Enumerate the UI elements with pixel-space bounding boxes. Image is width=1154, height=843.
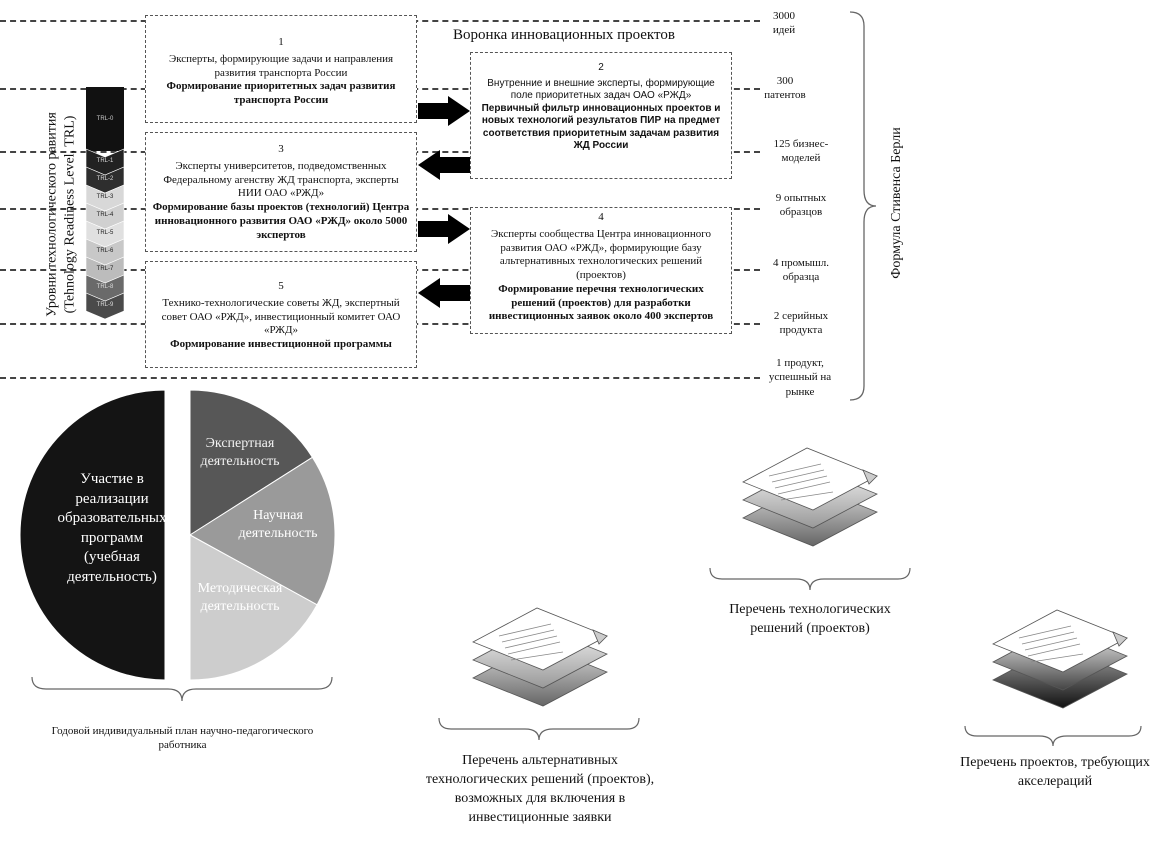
- expert-box-2: 2 Внутренние и внешние эксперты, формиру…: [470, 52, 732, 179]
- doc-brace-3: [964, 725, 1142, 747]
- funnel-title: Воронка инновационных проектов: [453, 27, 675, 43]
- pie-label-expert: Экспертная деятельность: [200, 436, 280, 470]
- expert-box-5: 5 Технико-технологические советы ЖД, экс…: [145, 261, 417, 368]
- arrow-right-2: [418, 214, 470, 244]
- svg-text:TRL-1: TRL-1: [97, 158, 114, 164]
- box-number: 4: [598, 211, 604, 223]
- pie-brace: [31, 676, 333, 702]
- expert-box-1: 1 Эксперты, формирующие задачи и направл…: [145, 15, 417, 123]
- trl-level-0: TRL-0: [86, 87, 124, 151]
- box-number: 5: [278, 280, 284, 292]
- pie-label-teaching: Участие в реализации образовательных про…: [57, 471, 167, 585]
- svg-text:TRL-2: TRL-2: [97, 176, 114, 182]
- svg-text:TRL-6: TRL-6: [97, 248, 114, 254]
- trl-level-9: TRL-9: [85, 292, 125, 320]
- arrow-left-2: [418, 278, 470, 308]
- pie-slice: [189, 456, 336, 606]
- level-label-5: 4 промышл. образца: [773, 257, 829, 284]
- level-label-4: 9 опытных образцов: [775, 192, 827, 219]
- pie-slice: [19, 389, 166, 681]
- pie-slice: [189, 534, 318, 681]
- level-label-1: 3000 идей: [772, 10, 796, 37]
- box-bold-text: Формирование базы проектов (технологий) …: [152, 201, 410, 241]
- level-label-7: 1 продукт, успешный на рынке: [768, 357, 832, 398]
- pie-caption: Годовой индивидуальный план научно-педаг…: [51, 725, 314, 752]
- pie-label-method: Методическая деятельность: [197, 581, 283, 615]
- document-stack-icon: [992, 609, 1128, 709]
- pie-slice: [189, 389, 314, 536]
- box-text: Технико-технологические советы ЖД, экспе…: [161, 296, 401, 337]
- svg-text:TRL-9: TRL-9: [97, 302, 114, 308]
- box-bold-text: Формирование перечня технологических реш…: [488, 282, 714, 323]
- box-text: Эксперты сообщества Центра инновационног…: [491, 227, 711, 281]
- expert-box-4: 4 Эксперты сообщества Центра инновационн…: [470, 207, 732, 334]
- level-label-6: 2 серийных продукта: [773, 310, 829, 337]
- svg-text:TRL-7: TRL-7: [97, 266, 114, 272]
- expert-box-3: 3 Эксперты университетов, подведомственн…: [145, 132, 417, 252]
- box-number: 2: [598, 62, 604, 73]
- level-line-7: [0, 377, 760, 379]
- box-text: Эксперты университетов, подведомственных…: [163, 159, 399, 200]
- doc-caption-1: Перечень альтернативных технологических …: [425, 753, 655, 825]
- arrow-left-1: [418, 150, 470, 180]
- box-bold-text: Первичный фильтр инновационных проектов …: [481, 102, 721, 152]
- svg-text:TRL-3: TRL-3: [97, 194, 114, 200]
- doc-brace-1: [438, 717, 640, 741]
- box-text: Эксперты, формирующие задачи и направлен…: [168, 52, 394, 79]
- svg-text:TRL-5: TRL-5: [97, 230, 114, 236]
- box-bold-text: Формирование инвестиционной программы: [170, 338, 392, 350]
- funnel-brace: [849, 11, 877, 401]
- activity-pie-chart: [19, 389, 336, 681]
- box-number: 3: [278, 143, 284, 155]
- level-label-2: 300 патентов: [764, 75, 806, 102]
- arrow-right-1: [418, 96, 470, 126]
- pie-label-science: Научная деятельность: [238, 508, 318, 542]
- box-text: Внутренние и внешние эксперты, формирующ…: [487, 77, 715, 102]
- level-label-3: 125 бизнес-моделей: [773, 138, 829, 165]
- document-stack-icon: [472, 607, 608, 707]
- doc-caption-2: Перечень технологических решений (проект…: [729, 602, 891, 636]
- svg-text:TRL-8: TRL-8: [97, 284, 114, 290]
- box-number: 1: [278, 36, 284, 48]
- doc-brace-2: [709, 567, 911, 591]
- box-bold-text: Формирование приоритетных задач развития…: [166, 80, 396, 106]
- doc-caption-3: Перечень проектов, требующих акселераций: [960, 755, 1150, 789]
- document-stack-icon: [742, 447, 878, 547]
- svg-text:TRL-4: TRL-4: [97, 212, 114, 218]
